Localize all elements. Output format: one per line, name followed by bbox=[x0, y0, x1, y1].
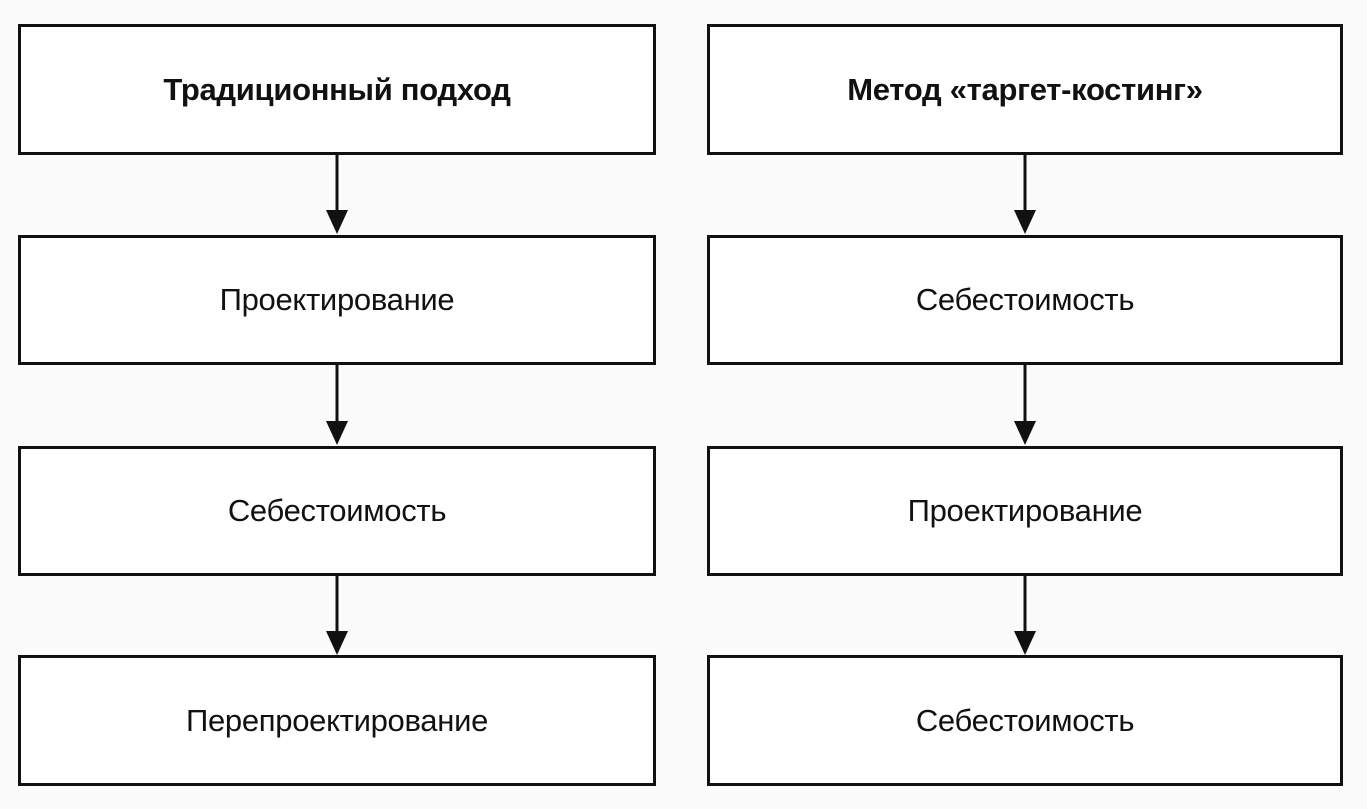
right-step-label-1: Себестоимость bbox=[915, 282, 1135, 317]
right-arrow-1 bbox=[1014, 155, 1036, 234]
left-step-box-3: Перепроектирование bbox=[18, 655, 656, 786]
left-step-box-2: Себестоимость bbox=[18, 446, 656, 576]
right-step-box-3: Себестоимость bbox=[707, 655, 1343, 786]
left-arrow-1 bbox=[326, 155, 348, 234]
left-header-box: Традиционный подход bbox=[18, 24, 656, 155]
left-arrow-2 bbox=[326, 365, 348, 445]
right-step-label-2: Проектирование bbox=[907, 493, 1143, 528]
right-arrow-2 bbox=[1014, 365, 1036, 445]
left-header-label: Традиционный подход bbox=[163, 71, 511, 107]
right-arrow-3 bbox=[1014, 576, 1036, 655]
left-step-box-1: Проектирование bbox=[18, 235, 656, 365]
right-header-label: Метод «таргет-костинг» bbox=[847, 71, 1203, 107]
right-step-label-3: Себестоимость bbox=[915, 702, 1135, 738]
left-arrow-3 bbox=[326, 576, 348, 655]
right-header-box: Метод «таргет-костинг» bbox=[707, 24, 1343, 155]
right-step-box-1: Себестоимость bbox=[707, 235, 1343, 365]
left-step-label-3: Перепроектирование bbox=[185, 702, 489, 738]
left-step-label-1: Проектирование bbox=[219, 282, 455, 317]
left-step-label-2: Себестоимость bbox=[227, 493, 447, 528]
right-step-box-2: Проектирование bbox=[707, 446, 1343, 576]
